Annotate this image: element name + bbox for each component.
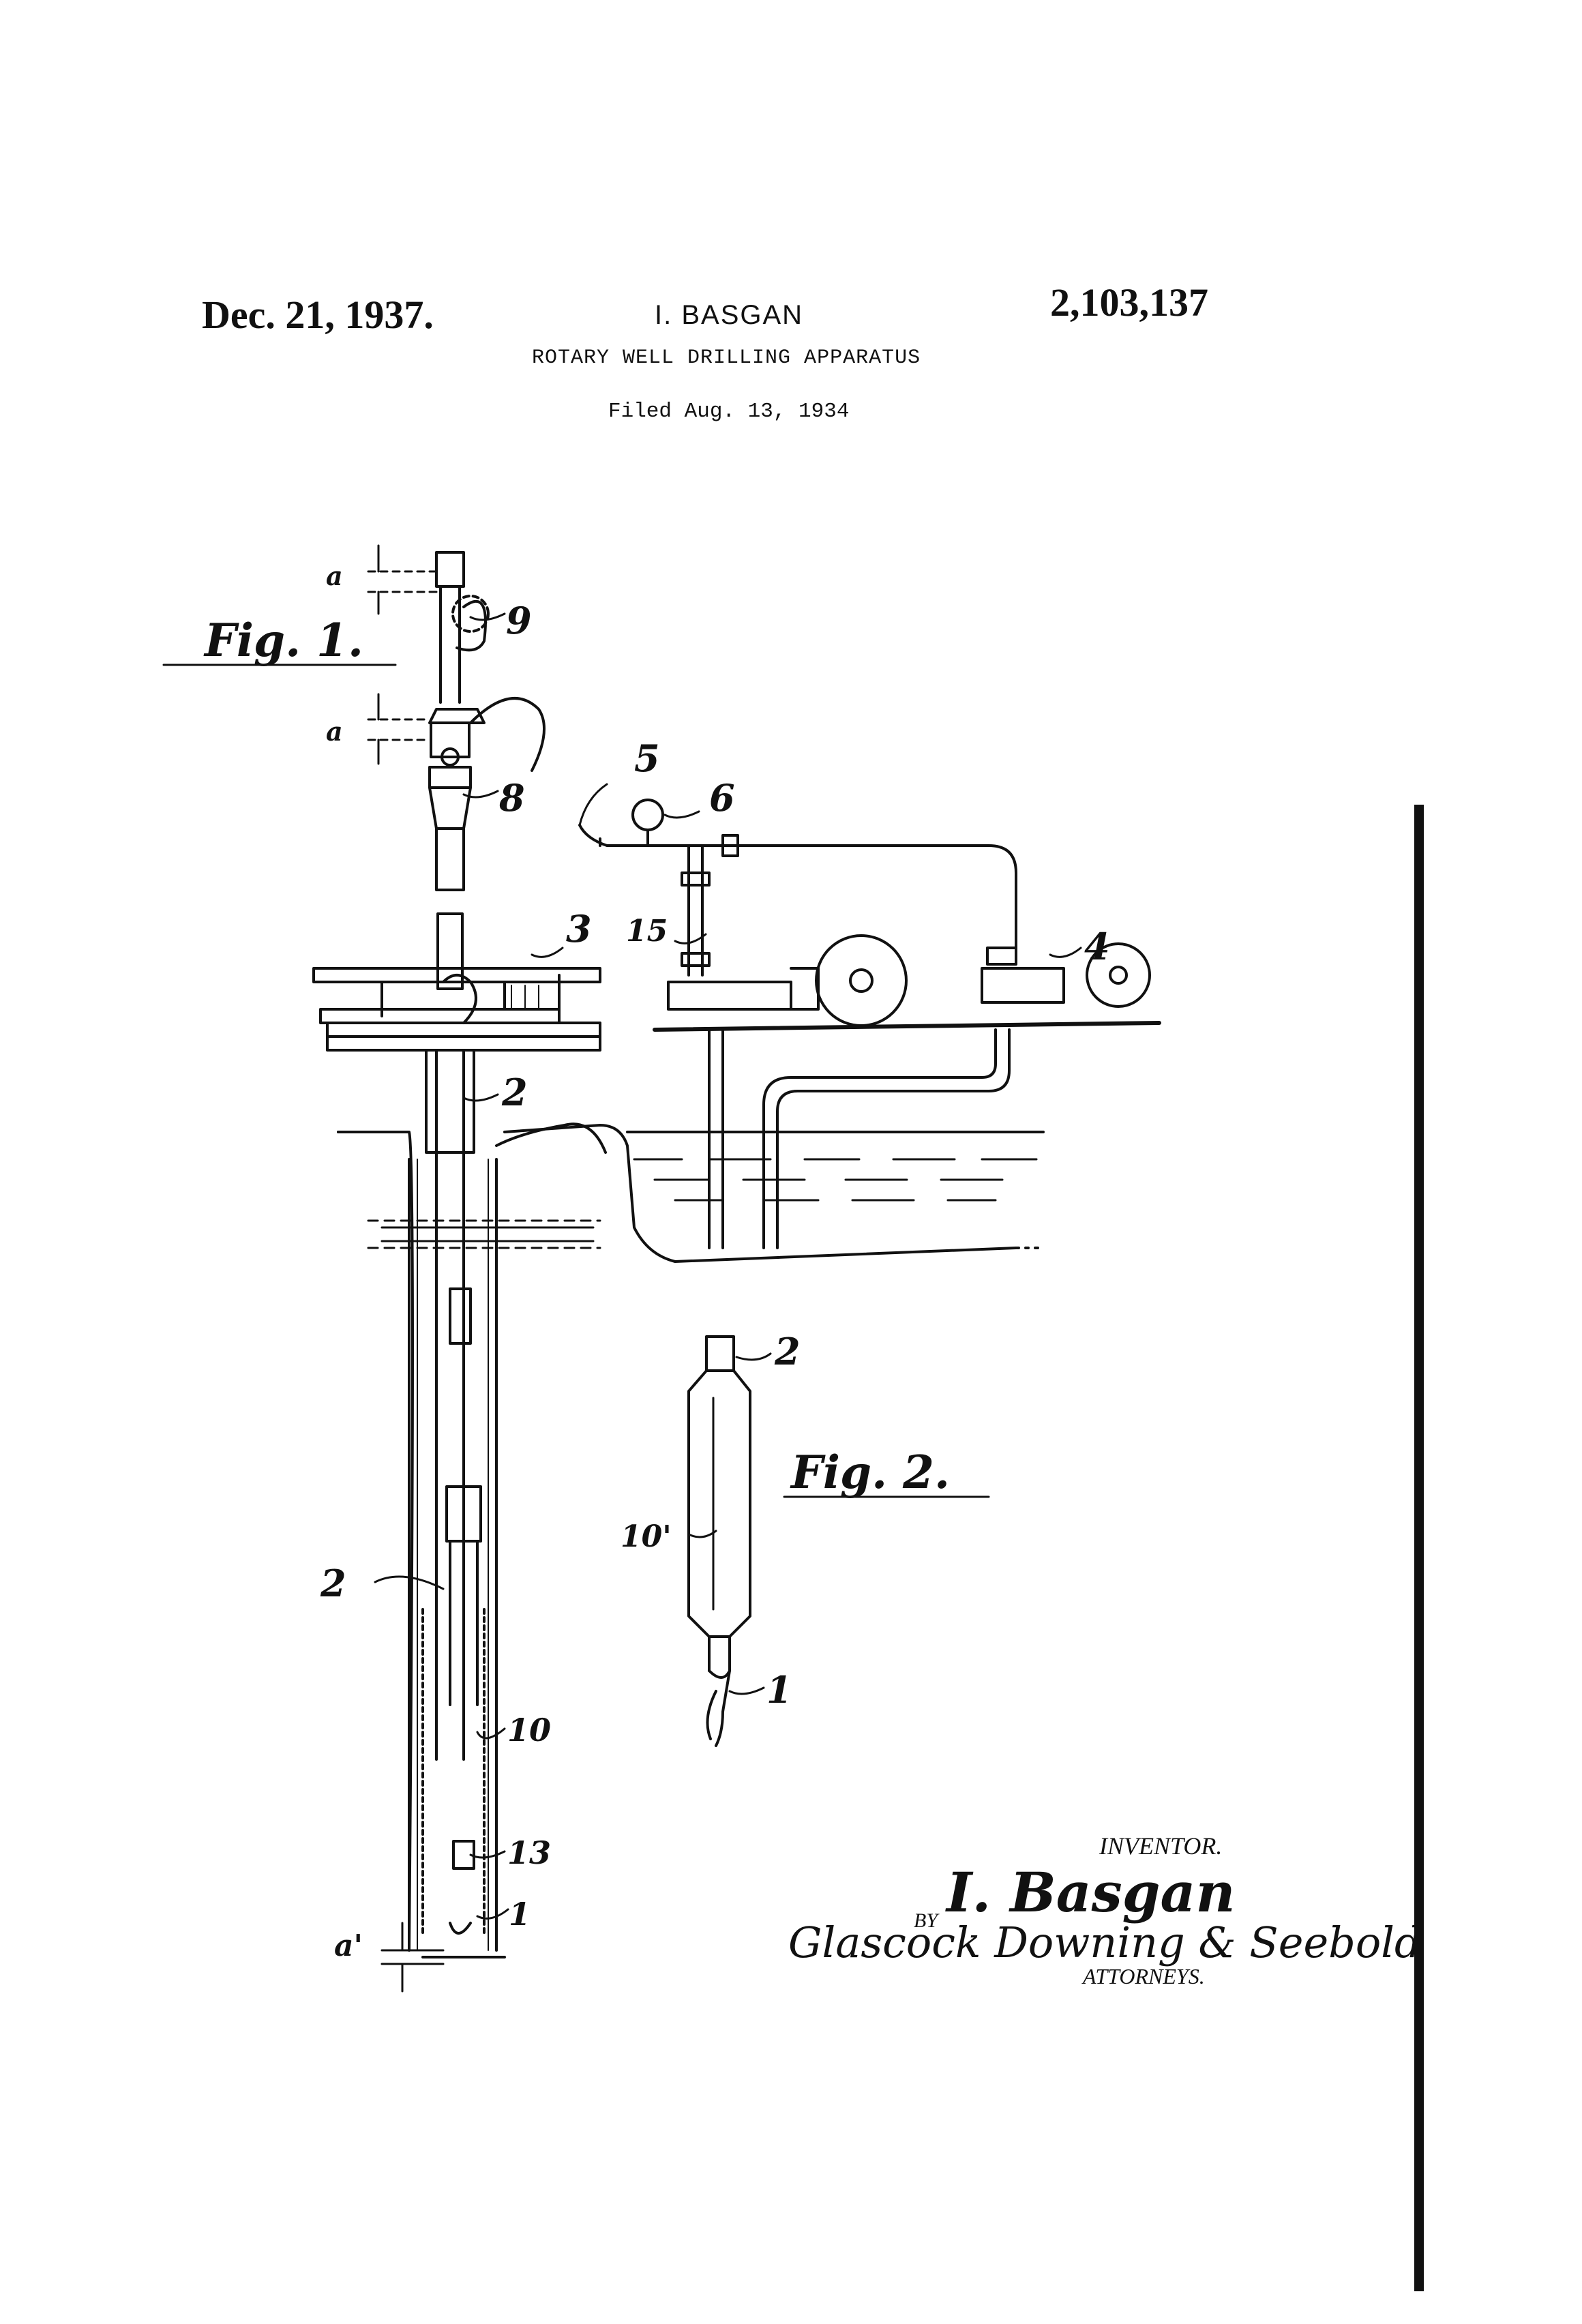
- drill-collar-fig2: [687, 1335, 751, 1747]
- filing-date: Filed Aug. 13, 1934: [608, 400, 850, 423]
- ref-2-upper: 2: [502, 1071, 528, 1114]
- well-bore: [337, 1049, 607, 1993]
- by-label: BY: [914, 1909, 938, 1932]
- ref-6: 6: [709, 776, 735, 820]
- inventor-name-header: I. BASGAN: [655, 300, 804, 330]
- figure-label-strokes: [162, 664, 990, 1498]
- ref-3: 3: [566, 907, 592, 951]
- dim-label-a-top: a: [326, 561, 343, 591]
- ref-9: 9: [506, 599, 532, 642]
- ref-1-fig2: 1: [766, 1668, 792, 1712]
- inventor-caption: INVENTOR.: [1099, 1832, 1223, 1860]
- ref-10-prime: 10': [621, 1519, 672, 1554]
- ref-2-fig2: 2: [775, 1330, 801, 1373]
- rotary-table: [312, 912, 601, 1052]
- patent-date: Dec. 21, 1937.: [202, 293, 434, 337]
- ref-13: 13: [507, 1834, 552, 1871]
- ref-8: 8: [499, 776, 525, 820]
- ref-15: 15: [626, 914, 668, 949]
- ground-and-reservoir: [337, 1124, 1045, 1263]
- ref-4: 4: [1084, 925, 1110, 968]
- attorney-firm-signature: Glascock Downing & Seebold: [788, 1918, 1422, 1967]
- dim-label-a-mid: a: [326, 716, 343, 747]
- attorneys-caption: ATTORNEYS.: [1083, 1964, 1205, 1988]
- fig2-caption: Fig. 2.: [791, 1446, 950, 1499]
- ref-2-left: 2: [320, 1562, 346, 1605]
- patent-number: 2,103,137: [1050, 280, 1208, 325]
- right-margin-rule: [1414, 805, 1424, 2291]
- dim-label-a-prime: a': [334, 1928, 363, 1963]
- inventor-signature: I. Basgan: [946, 1860, 1236, 1924]
- patent-title: ROTARY WELL DRILLING APPARATUS: [532, 346, 921, 370]
- fig1-caption: Fig. 1.: [205, 614, 363, 667]
- ref-10: 10: [507, 1712, 552, 1748]
- leader-lines: [374, 612, 1082, 1920]
- swivel-hook-assembly: [367, 544, 546, 891]
- ref-1-fig1: 1: [509, 1896, 531, 1933]
- ref-5: 5: [634, 736, 660, 780]
